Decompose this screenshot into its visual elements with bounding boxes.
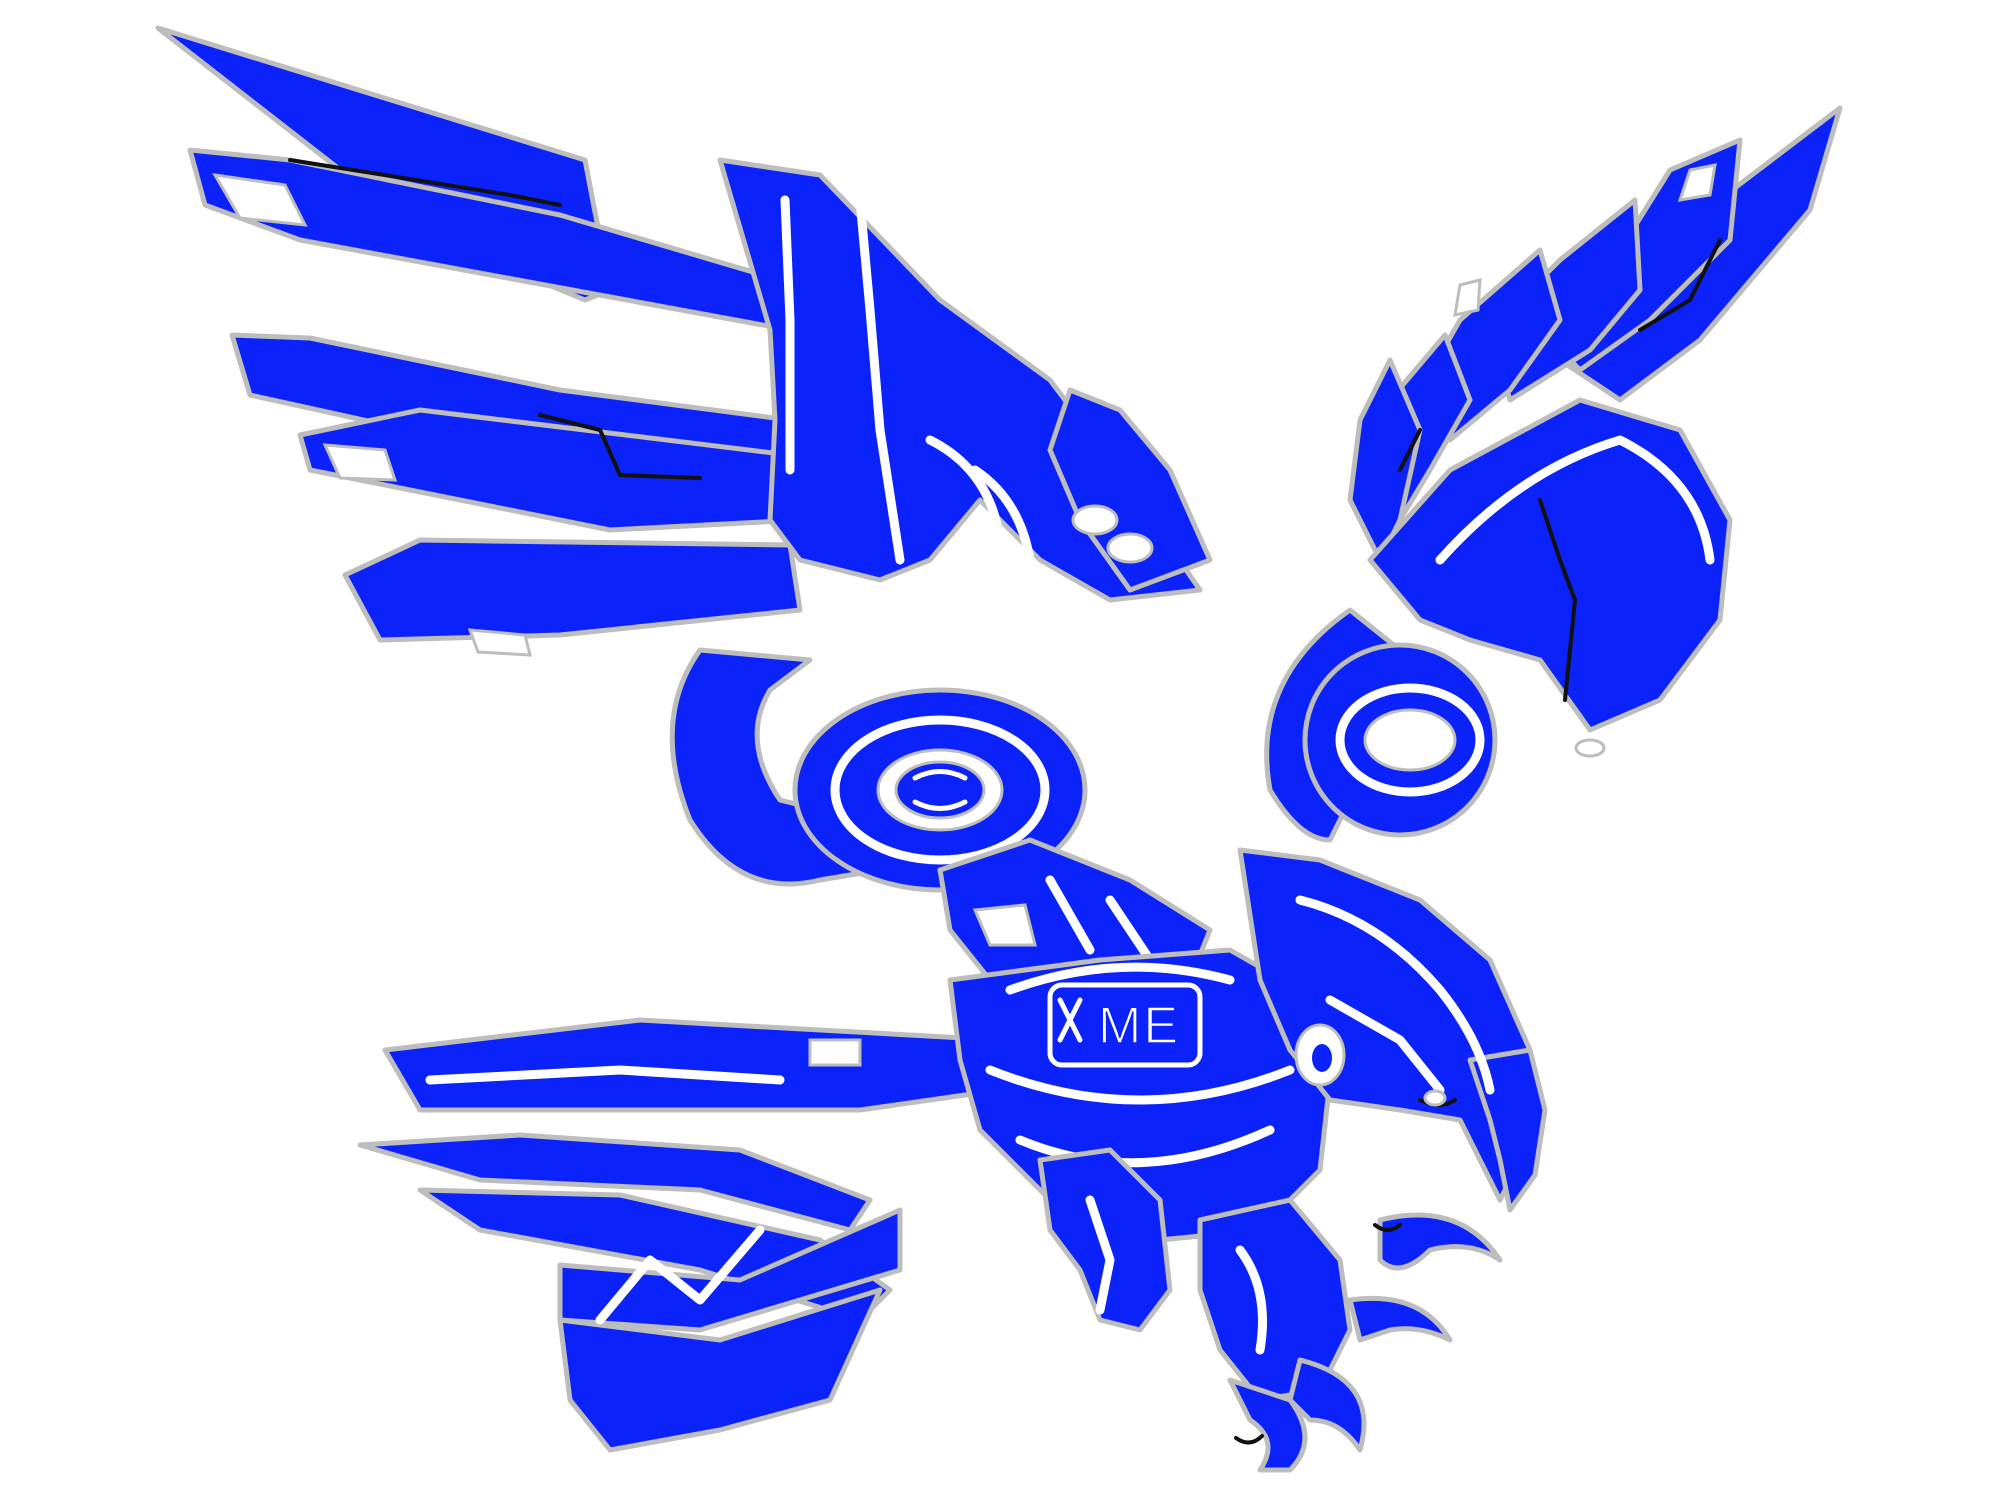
left-shoulder-joint [669,647,1088,893]
right-wing-marker-2 [1453,278,1482,317]
talon-3 [1227,1377,1308,1473]
head [1237,847,1548,1213]
left-wing [155,25,1213,657]
left-wing-marker-3 [467,628,532,657]
left-wing-feather-5 [342,537,803,643]
right-joint-center [1363,708,1457,772]
left-wing-shoulder [1047,387,1213,593]
right-wing [1347,105,1843,758]
neck-connector [937,837,1213,993]
right-shoulder-joint [1264,607,1498,843]
neck-plate [972,903,1037,947]
left-wing-marker-2 [322,443,398,482]
left-wing-marker-1 [212,173,308,227]
talon-4 [1287,1357,1367,1453]
tail-fin-2 [557,1287,883,1453]
right-wing-base [1367,397,1733,733]
talon-2 [1347,1295,1453,1343]
talon-1 [1377,1212,1503,1271]
tail [357,1017,1003,1453]
legs [1037,1147,1503,1473]
tail-feather-1 [357,1132,873,1233]
tail-slot [808,1038,862,1067]
chest-plate [1047,982,1203,1068]
chest-label: ME [1098,997,1180,1055]
right-wing-marker-1 [1677,163,1717,202]
tail-main [382,1017,1003,1113]
